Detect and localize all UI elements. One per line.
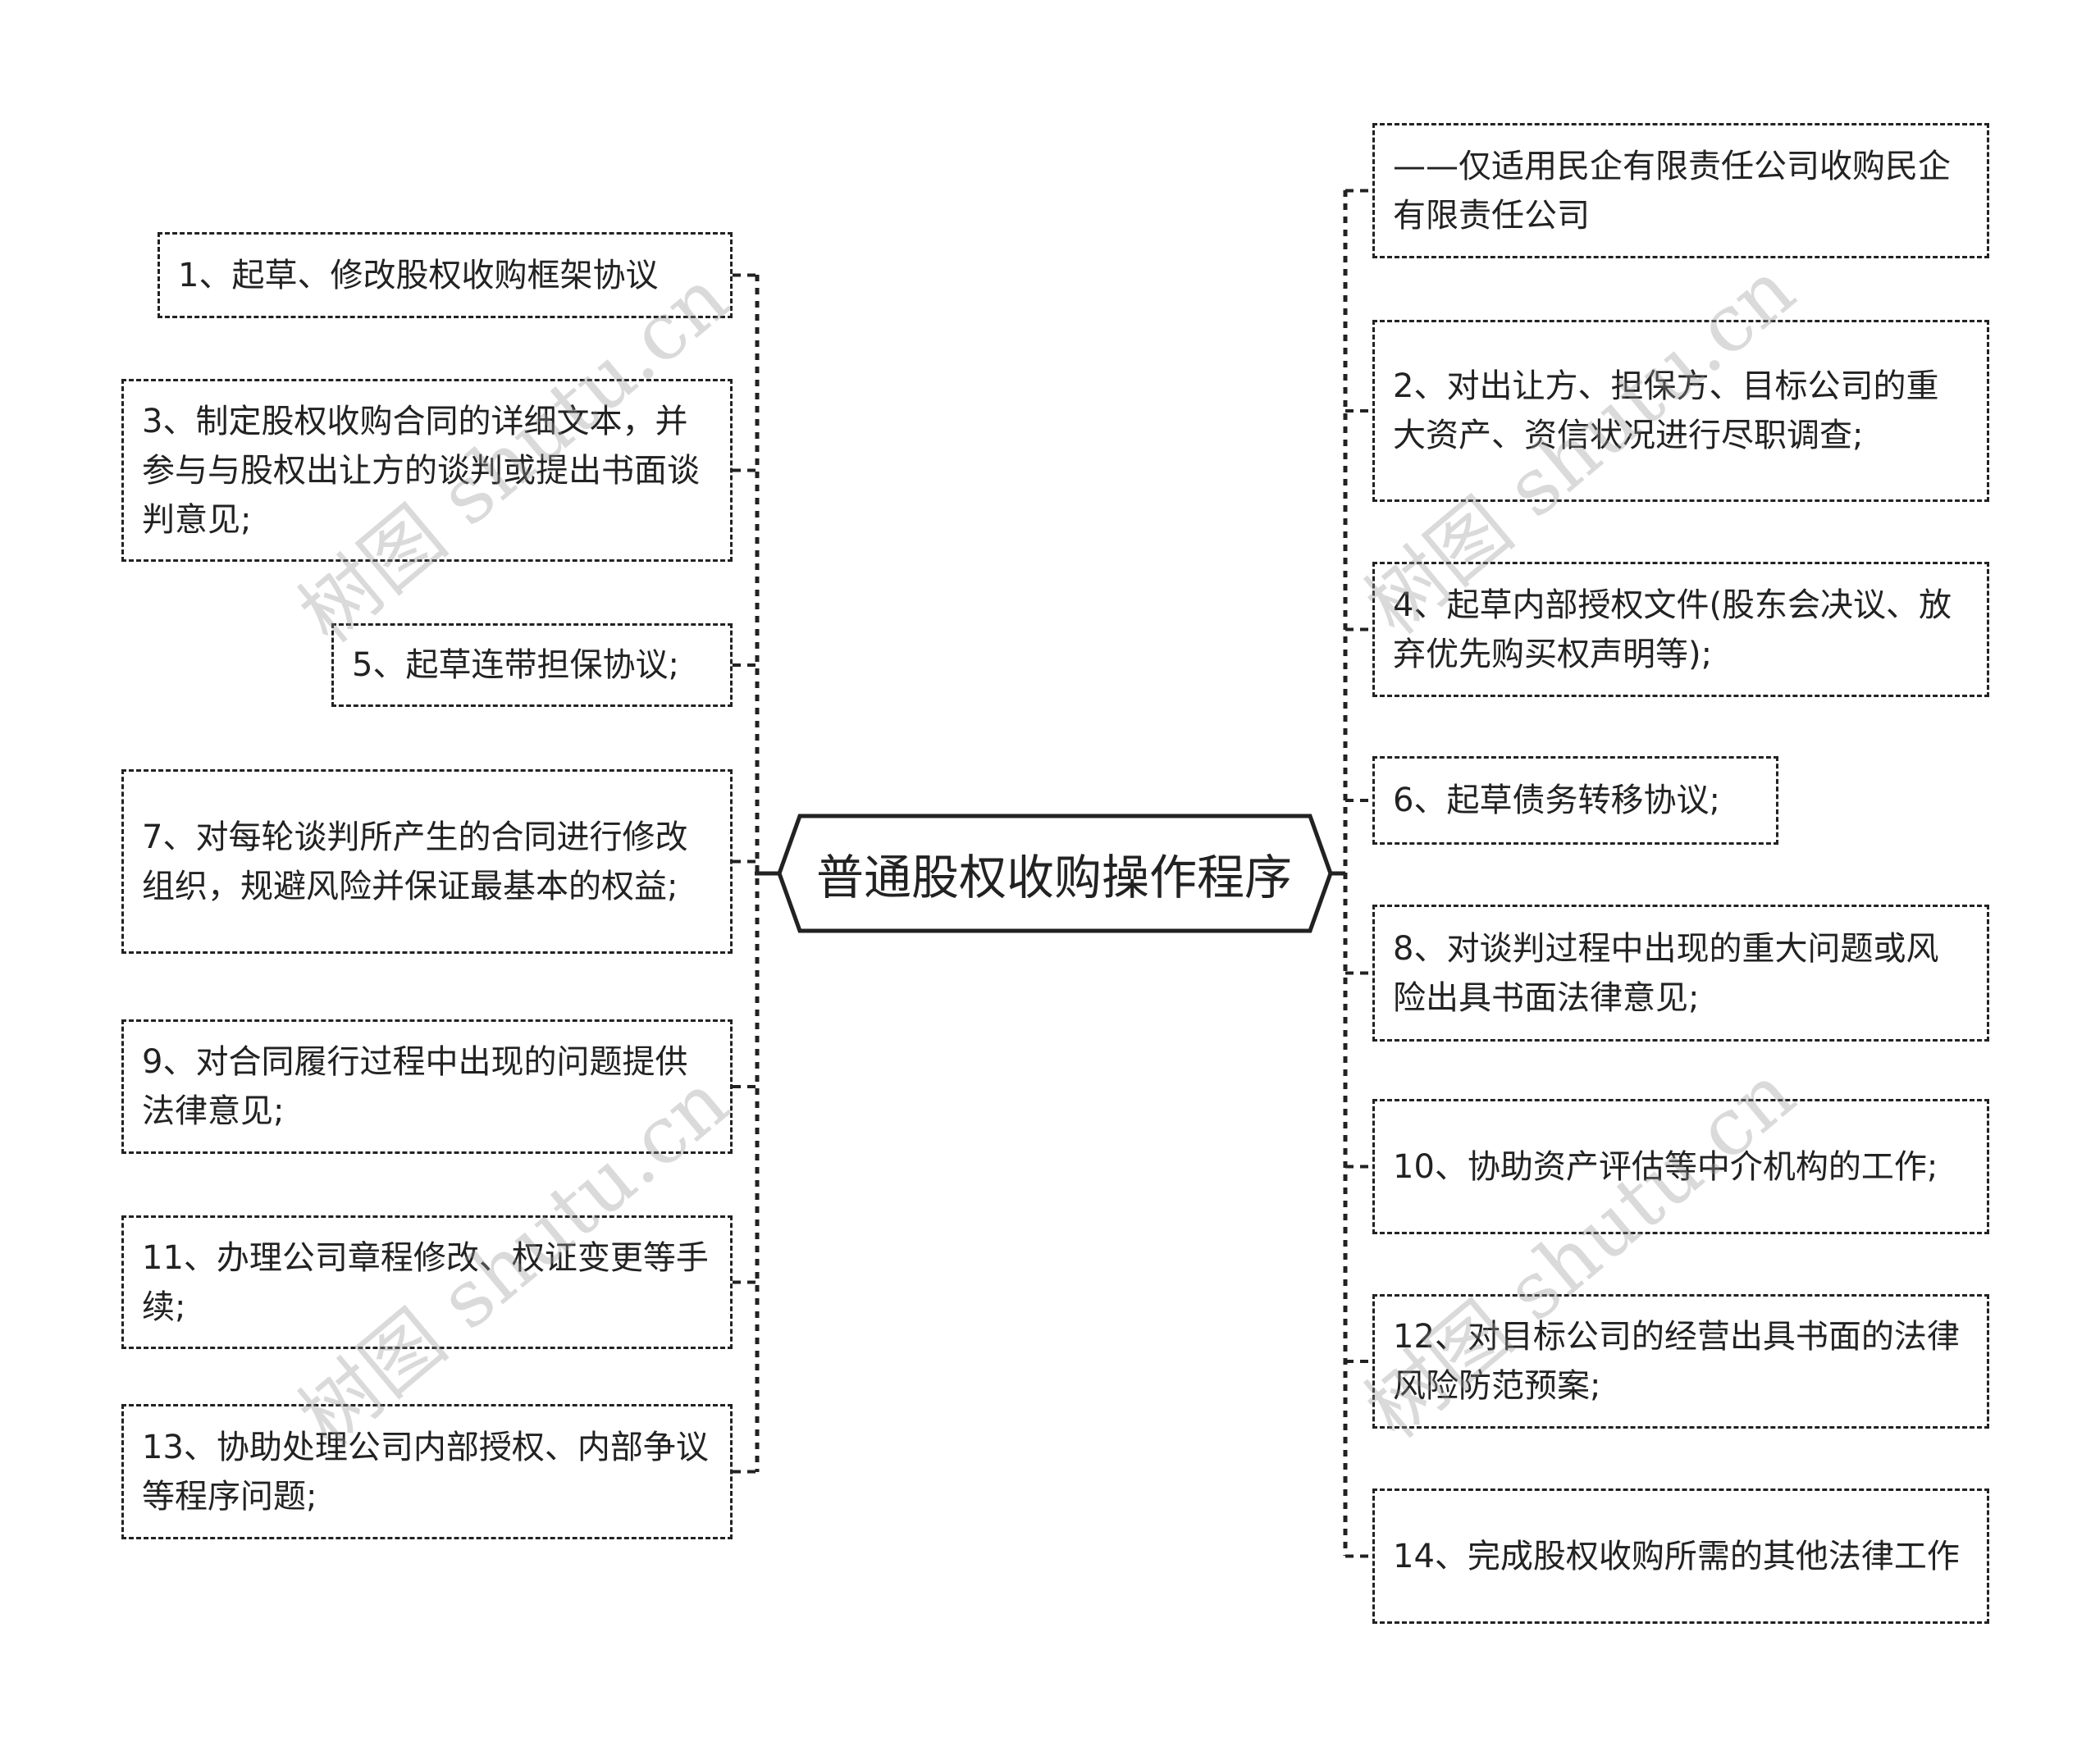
right-node-4[interactable]: 4、起草内部授权文件(股东会决议、放弃优先购买权声明等); — [1372, 562, 1989, 697]
left-node-7[interactable]: 7、对每轮谈判所产生的合同进行修改组织，规避风险并保证最基本的权益; — [121, 769, 733, 954]
right-node-2[interactable]: 2、对出让方、担保方、目标公司的重大资产、资信状况进行尽职调查; — [1372, 320, 1989, 502]
node-text: 14、完成股权收购所需的其他法律工作 — [1393, 1537, 1960, 1575]
right-node-14[interactable]: 14、完成股权收购所需的其他法律工作 — [1372, 1488, 1989, 1624]
center-node-title: 普通股权收购操作程序 — [815, 850, 1292, 905]
node-text: 13、协助处理公司内部授权、内部争议等程序问题; — [142, 1428, 709, 1516]
left-node-11[interactable]: 11、办理公司章程修改、权证变更等手续; — [121, 1215, 733, 1349]
node-text: 3、制定股权收购合同的详细文本，并参与与股权出让方的谈判或提出书面谈判意见; — [142, 402, 700, 539]
node-text: 5、起草连带担保协议; — [352, 646, 679, 684]
node-text: 9、对合同履行过程中出现的问题提供法律意见; — [142, 1043, 688, 1130]
right-node-10[interactable]: 10、协助资产评估等中介机构的工作; — [1372, 1099, 1989, 1234]
right-node-8[interactable]: 8、对谈判过程中出现的重大问题或风险出具书面法律意见; — [1372, 905, 1989, 1042]
node-text: 11、办理公司章程修改、权证变更等手续; — [142, 1238, 709, 1326]
node-text: 10、协助资产评估等中介机构的工作; — [1393, 1147, 1938, 1186]
node-text: 7、对每轮谈判所产生的合同进行修改组织，规避风险并保证最基本的权益; — [142, 818, 688, 905]
center-node[interactable]: 普通股权收购操作程序 — [779, 816, 1329, 931]
node-text: 1、起草、修改股权收购框架协议 — [178, 256, 659, 294]
node-text: 6、起草债务转移协议; — [1393, 782, 1720, 819]
node-text: 12、对目标公司的经营出具书面的法律风险防范预案; — [1393, 1318, 1960, 1405]
node-text: 4、起草内部授权文件(股东会决议、放弃优先购买权声明等); — [1393, 586, 1952, 673]
node-text: ——仅适用民企有限责任公司收购民企有限责任公司 — [1393, 147, 1951, 235]
right-node-6[interactable]: 6、起草债务转移协议; — [1372, 756, 1778, 845]
left-node-3[interactable]: 3、制定股权收购合同的详细文本，并参与与股权出让方的谈判或提出书面谈判意见; — [121, 379, 733, 562]
right-node-12[interactable]: 12、对目标公司的经营出具书面的法律风险防范预案; — [1372, 1294, 1989, 1429]
right-node-note[interactable]: ——仅适用民企有限责任公司收购民企有限责任公司 — [1372, 123, 1989, 258]
node-text: 2、对出让方、担保方、目标公司的重大资产、资信状况进行尽职调查; — [1393, 367, 1939, 454]
node-text: 8、对谈判过程中出现的重大问题或风险出具书面法律意见; — [1393, 929, 1939, 1017]
left-node-13[interactable]: 13、协助处理公司内部授权、内部争议等程序问题; — [121, 1404, 733, 1539]
left-node-1[interactable]: 1、起草、修改股权收购框架协议 — [158, 232, 733, 318]
left-node-9[interactable]: 9、对合同履行过程中出现的问题提供法律意见; — [121, 1019, 733, 1154]
left-node-5[interactable]: 5、起草连带担保协议; — [331, 623, 733, 707]
